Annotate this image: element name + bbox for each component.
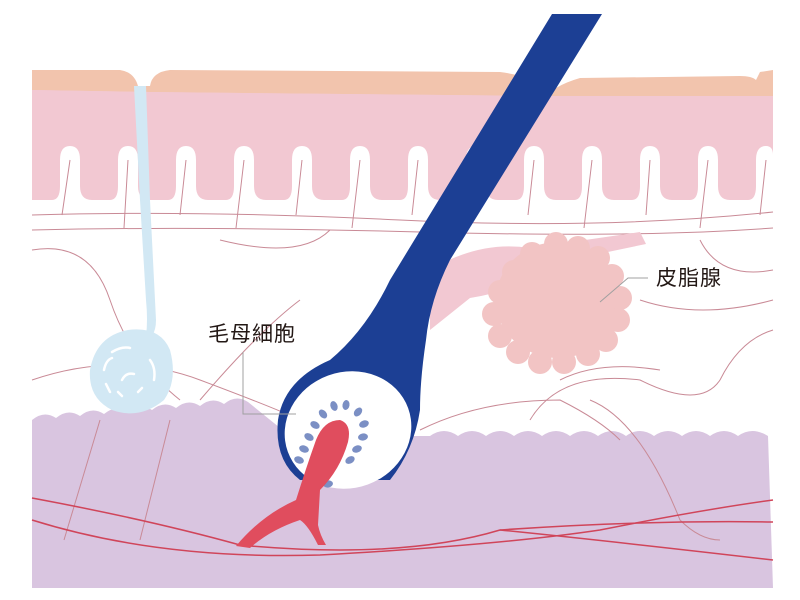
leader-lines <box>242 277 648 415</box>
stratum-corneum-layer <box>32 70 773 104</box>
subcutaneous-layer <box>32 398 773 588</box>
dermis-fibers <box>31 159 774 541</box>
sebaceous-duct <box>430 232 646 330</box>
hair-matrix-cells <box>294 400 369 488</box>
sebaceous-gland <box>482 232 632 374</box>
sweat-gland <box>89 86 173 414</box>
epidermis-layer <box>32 88 773 200</box>
hair-matrix-cells-label: 毛母細胞 <box>208 322 296 346</box>
dermal-papilla <box>236 420 349 548</box>
sebaceous-gland-label: 皮脂腺 <box>656 266 722 290</box>
blood-vessels <box>31 497 774 561</box>
